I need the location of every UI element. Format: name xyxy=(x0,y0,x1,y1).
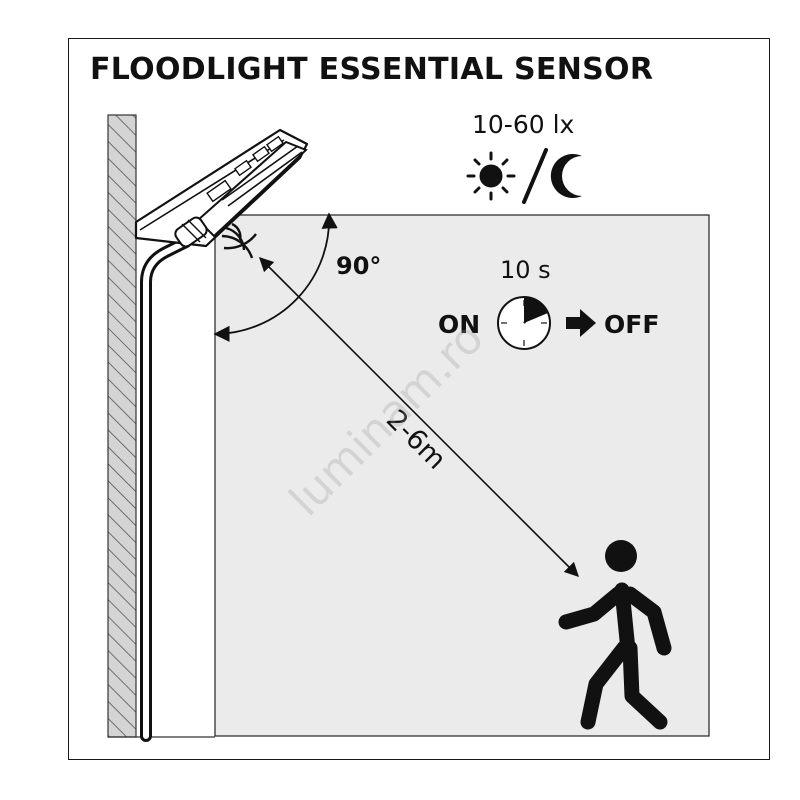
moon-icon xyxy=(550,154,582,198)
diagram-title: FLOODLIGHT ESSENTIAL SENSOR xyxy=(90,52,654,87)
wall xyxy=(107,114,215,738)
angle-label: 90° xyxy=(336,252,382,280)
off-label: OFF xyxy=(604,310,660,339)
arrow-right-icon xyxy=(566,309,596,337)
walking-person-icon xyxy=(558,540,672,730)
clock-icon xyxy=(497,296,551,350)
slash-divider xyxy=(522,148,548,204)
sun-icon xyxy=(466,151,516,201)
diagram-frame xyxy=(68,38,770,760)
mounting-pole xyxy=(140,236,192,742)
on-label: ON xyxy=(438,310,481,339)
lux-range-label: 10-60 lx xyxy=(472,110,575,139)
distance-arrow xyxy=(258,256,580,578)
timer-label: 10 s xyxy=(500,256,551,284)
